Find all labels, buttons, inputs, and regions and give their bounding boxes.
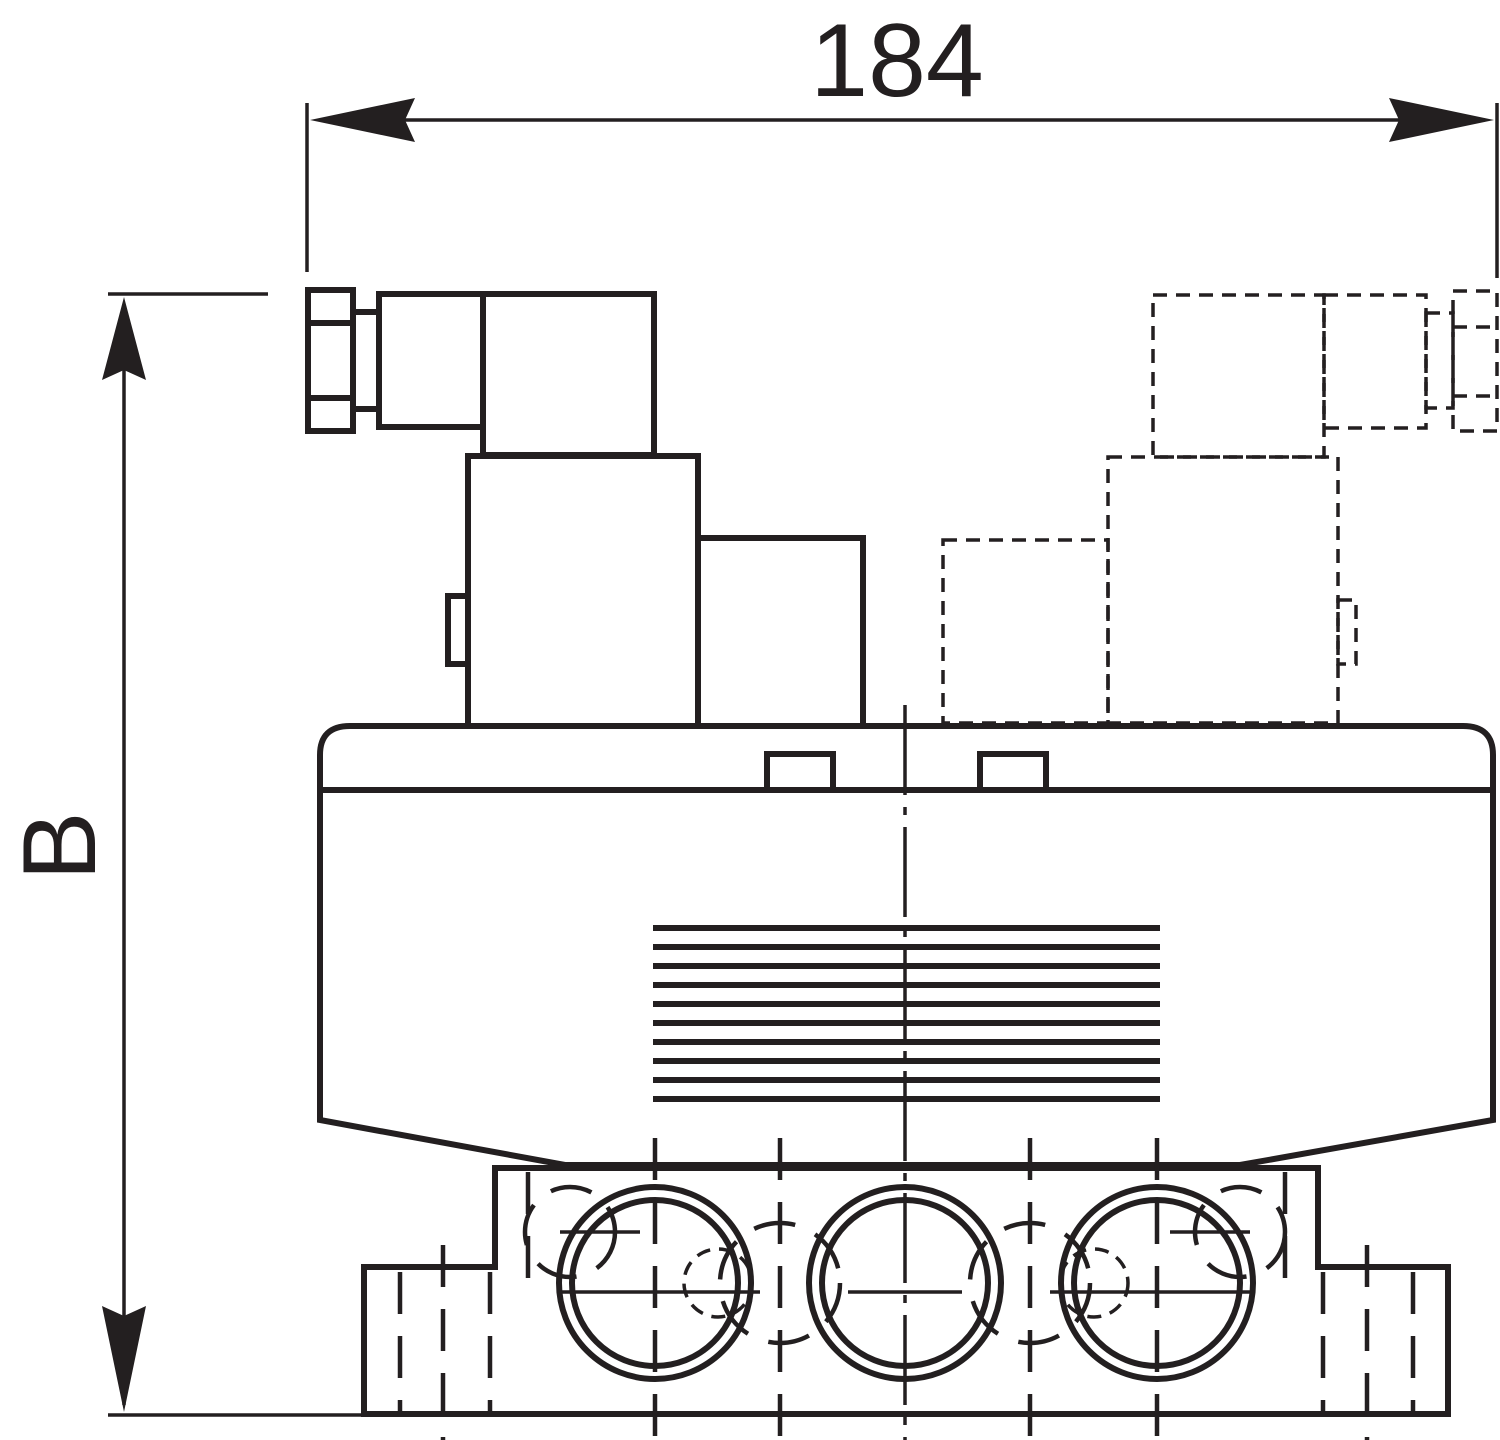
cable-gland-nut [305,287,356,434]
manual-override-right [977,751,1049,793]
optional-cable-gland-nut [1451,289,1499,433]
coil-body [465,453,701,729]
manual-override-left [764,751,836,793]
hidden-bolt-holes [397,1138,1416,1440]
solenoid-connector [305,287,657,458]
width-arrow-right [1389,98,1494,142]
height-arrow-top [102,297,146,380]
coil-tab [445,593,471,667]
port-1 [522,1184,760,1382]
height-dimension-label: B [2,811,118,880]
width-dimension: 184 [305,3,1499,278]
optional-connector-plug [1322,293,1428,430]
width-dimension-label: 184 [810,3,984,119]
height-arrow-bottom [102,1306,146,1412]
solenoid-coil [445,453,866,729]
optional-solenoid-dashed [941,289,1499,725]
connector-plug [376,291,486,430]
optional-coil-body [1106,455,1340,725]
width-arrow-left [310,98,415,142]
sub-base [361,1138,1451,1440]
optional-coil-tab [1336,598,1358,666]
valve-body-outline [317,723,1496,1168]
height-dimension: B [2,292,362,1417]
optional-pilot-body [941,538,1110,725]
cable-gland-neck [350,309,382,412]
optional-cable-gland-neck [1424,311,1455,410]
optional-connector-housing [1151,293,1326,459]
connector-housing [480,291,657,458]
port-3 [1050,1184,1288,1382]
sub-base-outline [361,1165,1451,1417]
pilot-body [695,535,866,729]
